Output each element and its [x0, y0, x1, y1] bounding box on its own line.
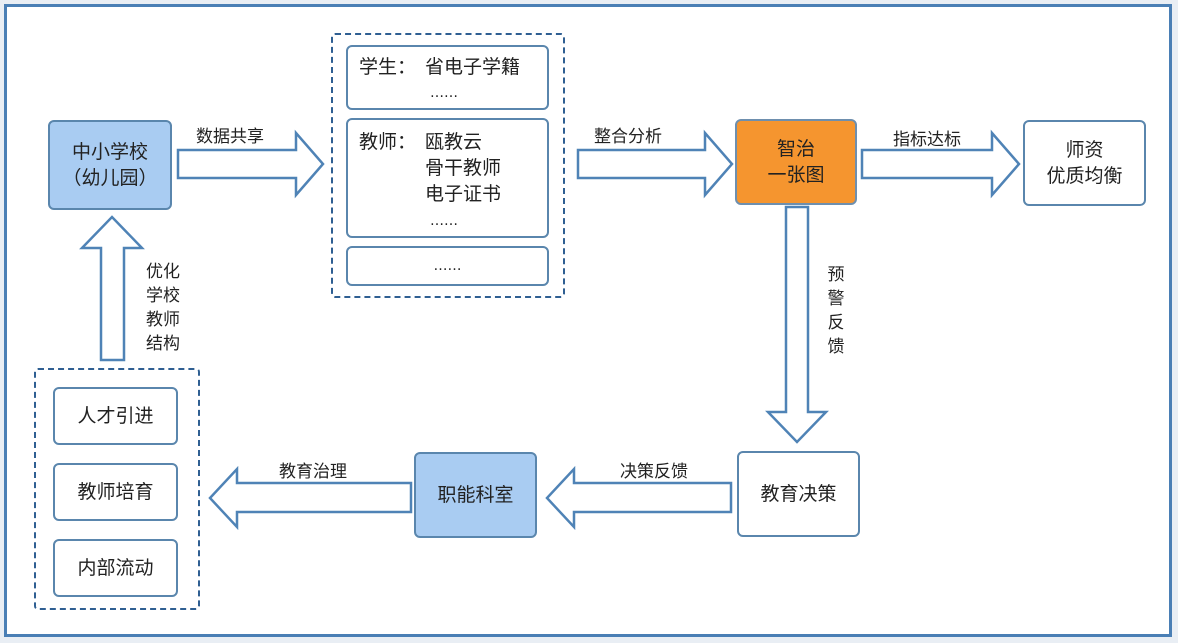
- measure-internal-mobility: 内部流动: [53, 539, 178, 597]
- optimize-line-1: 优化: [146, 262, 180, 282]
- teacher-more: ……: [430, 213, 458, 229]
- arrow-integrated-analysis: [576, 129, 734, 199]
- measure-label-2: 教师培育: [77, 481, 154, 503]
- label-decision-feedback: 决策反馈: [620, 462, 688, 482]
- student-more: ……: [430, 85, 458, 101]
- arrow-warning-feedback: [765, 205, 829, 444]
- other-data-box: ……: [346, 246, 549, 286]
- teacher-data-box: 教师： 瓯教云 骨干教师 电子证书 ……: [346, 118, 549, 238]
- smart-map-node: 智治 一张图: [735, 119, 857, 205]
- school-node-line1: 中小学校: [71, 141, 148, 163]
- teacher-title: 教师：: [359, 131, 417, 153]
- teacher-quality-line1: 师资: [1065, 139, 1104, 161]
- data-sources-panel: [331, 33, 565, 298]
- teacher-quality-node: 师资 优质均衡: [1023, 120, 1146, 206]
- student-data-box: 学生： 省电子学籍 ……: [346, 45, 549, 110]
- school-node-line2: （幼儿园）: [62, 167, 158, 189]
- warning-char-2: 警: [827, 289, 845, 309]
- optimize-line-4: 结构: [146, 334, 180, 354]
- label-optimize-structure: 优化 学校 教师 结构: [146, 260, 180, 356]
- measure-label-1: 人才引进: [77, 405, 154, 427]
- measure-teacher-training: 教师培育: [53, 463, 178, 521]
- student-title: 学生：: [359, 56, 417, 78]
- student-source: 省电子学籍: [425, 56, 521, 78]
- warning-char-1: 预: [827, 265, 845, 285]
- measure-talent-introduction: 人才引进: [53, 387, 178, 445]
- smart-map-line1: 智治: [776, 138, 815, 160]
- functional-office-node: 职能科室: [414, 452, 537, 538]
- smart-map-line2: 一张图: [767, 164, 825, 186]
- teacher-source-2: 骨干教师: [425, 157, 502, 179]
- optimize-line-2: 学校: [146, 286, 180, 306]
- optimize-line-3: 教师: [146, 310, 180, 330]
- teacher-source-1: 瓯教云: [425, 131, 483, 153]
- arrow-data-sharing: [176, 129, 325, 199]
- label-integrated-analysis: 整合分析: [594, 127, 662, 147]
- measure-label-3: 内部流动: [77, 557, 154, 579]
- warning-char-4: 馈: [827, 337, 845, 357]
- functional-office-label: 职能科室: [437, 484, 514, 506]
- measures-panel: [34, 368, 200, 610]
- education-decision-label: 教育决策: [760, 483, 837, 505]
- education-decision-node: 教育决策: [737, 451, 860, 537]
- arrow-decision-feedback: [545, 465, 733, 531]
- label-education-governance: 教育治理: [279, 462, 347, 482]
- teacher-source-3: 电子证书: [425, 183, 502, 205]
- arrow-optimize-structure: [79, 215, 145, 362]
- label-data-sharing: 数据共享: [196, 127, 264, 147]
- label-warning-feedback: 预 警 反 馈: [826, 263, 846, 359]
- arrow-meet-targets: [860, 129, 1021, 199]
- other-more: ……: [433, 258, 462, 274]
- label-meet-targets: 指标达标: [893, 130, 961, 150]
- teacher-quality-line2: 优质均衡: [1046, 165, 1123, 187]
- arrow-education-governance: [208, 465, 413, 531]
- school-node: 中小学校 （幼儿园）: [48, 120, 172, 210]
- warning-char-3: 反: [827, 313, 845, 333]
